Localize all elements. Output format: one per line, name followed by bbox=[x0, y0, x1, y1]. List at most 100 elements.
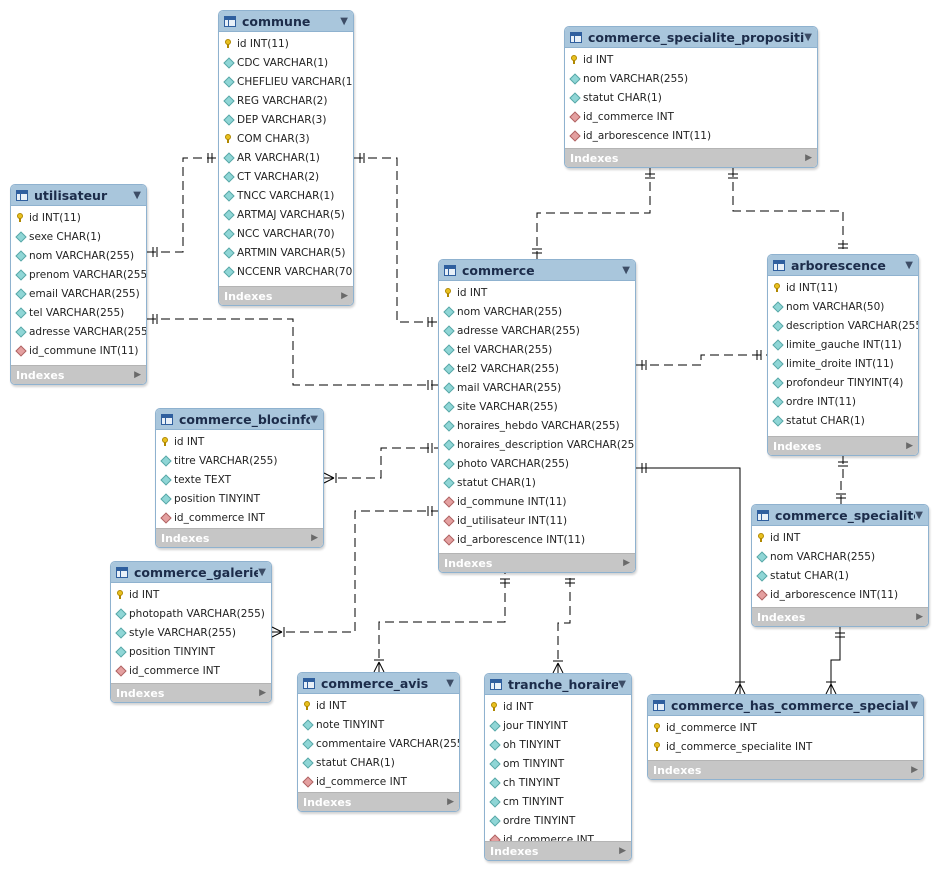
table-utilisateur[interactable]: utilisateur▼id INT(11)sexe CHAR(1)nom VA… bbox=[10, 184, 147, 385]
column-row[interactable]: CT VARCHAR(2) bbox=[219, 167, 353, 186]
column-row[interactable]: id_commerce INT bbox=[156, 508, 323, 527]
column-row[interactable]: description VARCHAR(255) bbox=[768, 316, 918, 335]
column-row[interactable]: ARTMIN VARCHAR(5) bbox=[219, 243, 353, 262]
chevron-down-icon[interactable]: ▼ bbox=[622, 264, 630, 276]
indexes-section[interactable]: Indexes▶ bbox=[11, 365, 146, 384]
column-row[interactable]: id_arborescence INT(11) bbox=[439, 530, 635, 549]
relationship-commerce-galerie-to-commerce[interactable] bbox=[271, 506, 438, 638]
relationship-commerce-specialite-proposition-to-arborescence[interactable] bbox=[728, 168, 848, 254]
column-row[interactable]: prenom VARCHAR(255) bbox=[11, 265, 146, 284]
relationship-utilisateur-to-commune[interactable] bbox=[147, 153, 218, 257]
relationship-commerce-specialite-proposition-to-commerce[interactable] bbox=[532, 168, 655, 259]
column-row[interactable]: statut CHAR(1) bbox=[768, 411, 918, 430]
column-row[interactable]: id_arborescence INT(11) bbox=[752, 585, 928, 604]
table-header[interactable]: commune▼ bbox=[219, 11, 353, 32]
table-header[interactable]: commerce_avis▼ bbox=[298, 673, 459, 694]
chevron-down-icon[interactable]: ▼ bbox=[446, 677, 454, 689]
column-row[interactable]: oh TINYINT bbox=[485, 735, 631, 754]
table-commune[interactable]: commune▼id INT(11)CDC VARCHAR(1)CHEFLIEU… bbox=[218, 10, 354, 306]
relationship-commerce-to-utilisateur[interactable] bbox=[147, 314, 438, 390]
column-row[interactable]: adresse VARCHAR(255) bbox=[11, 322, 146, 341]
column-row[interactable]: cm TINYINT bbox=[485, 792, 631, 811]
column-row[interactable]: id INT(11) bbox=[11, 208, 146, 227]
column-row[interactable]: nom VARCHAR(255) bbox=[439, 302, 635, 321]
column-row[interactable]: profondeur TINYINT(4) bbox=[768, 373, 918, 392]
column-row[interactable]: id_arborescence INT(11) bbox=[565, 126, 817, 145]
column-row[interactable]: limite_droite INT(11) bbox=[768, 354, 918, 373]
indexes-section[interactable]: Indexes▶ bbox=[485, 841, 631, 860]
table-header[interactable]: commerce_has_commerce_specialite▼ bbox=[648, 695, 923, 716]
chevron-down-icon[interactable]: ▼ bbox=[258, 566, 266, 578]
triangle-right-icon[interactable]: ▶ bbox=[447, 797, 454, 807]
triangle-right-icon[interactable]: ▶ bbox=[805, 153, 812, 163]
column-row[interactable]: TNCC VARCHAR(1) bbox=[219, 186, 353, 205]
column-row[interactable]: statut CHAR(1) bbox=[565, 88, 817, 107]
table-commerce-has-commerce-specialite[interactable]: commerce_has_commerce_specialite▼ id_comm… bbox=[647, 694, 924, 780]
column-row[interactable]: id INT bbox=[156, 432, 323, 451]
chevron-down-icon[interactable]: ▼ bbox=[915, 509, 923, 521]
column-row[interactable]: AR VARCHAR(1) bbox=[219, 148, 353, 167]
chevron-down-icon[interactable]: ▼ bbox=[340, 15, 348, 27]
relationship-commerce-avis-to-commerce[interactable] bbox=[373, 573, 510, 673]
chevron-down-icon[interactable]: ▼ bbox=[618, 678, 626, 690]
column-row[interactable]: ch TINYINT bbox=[485, 773, 631, 792]
chevron-down-icon[interactable]: ▼ bbox=[804, 31, 812, 43]
column-row[interactable]: horaires_hebdo VARCHAR(255) bbox=[439, 416, 635, 435]
relationship-commerce-blocinfo-to-commerce[interactable] bbox=[323, 443, 438, 484]
column-row[interactable]: id_commerce INT bbox=[111, 661, 271, 680]
indexes-section[interactable]: Indexes▶ bbox=[439, 553, 635, 572]
table-header[interactable]: arborescence▼ bbox=[768, 255, 918, 276]
column-row[interactable]: id_commerce INT bbox=[298, 772, 459, 791]
triangle-right-icon[interactable]: ▶ bbox=[619, 846, 626, 856]
relationship-commerce-has-commerce-specialite-to-commerce-specialite[interactable] bbox=[825, 627, 845, 695]
column-row[interactable]: id_commerce_specialite INT bbox=[648, 737, 923, 756]
column-row[interactable]: id INT bbox=[439, 283, 635, 302]
column-row[interactable]: position TINYINT bbox=[156, 489, 323, 508]
column-row[interactable]: position TINYINT bbox=[111, 642, 271, 661]
table-header[interactable]: commerce_galerie▼ bbox=[111, 562, 271, 583]
triangle-right-icon[interactable]: ▶ bbox=[906, 441, 913, 451]
column-row[interactable]: ordre INT(11) bbox=[768, 392, 918, 411]
column-row[interactable]: horaires_description VARCHAR(255) bbox=[439, 435, 635, 454]
column-row[interactable]: id_commune INT(11) bbox=[11, 341, 146, 360]
column-row[interactable]: id_commerce INT bbox=[565, 107, 817, 126]
column-row[interactable]: tel VARCHAR(255) bbox=[439, 340, 635, 359]
column-row[interactable]: id_commerce INT bbox=[648, 718, 923, 737]
column-row[interactable]: om TINYINT bbox=[485, 754, 631, 773]
column-row[interactable]: sexe CHAR(1) bbox=[11, 227, 146, 246]
triangle-right-icon[interactable]: ▶ bbox=[134, 370, 141, 380]
column-row[interactable]: id INT bbox=[111, 585, 271, 604]
relationship-tranche-horaire-to-commerce[interactable] bbox=[552, 573, 575, 674]
relationship-commerce-has-commerce-specialite-to-commerce[interactable] bbox=[636, 463, 746, 695]
indexes-section[interactable]: Indexes▶ bbox=[565, 148, 817, 167]
column-row[interactable]: id INT bbox=[565, 50, 817, 69]
triangle-right-icon[interactable]: ▶ bbox=[623, 558, 630, 568]
relationship-commerce-to-commune[interactable] bbox=[354, 153, 438, 327]
column-row[interactable]: titre VARCHAR(255) bbox=[156, 451, 323, 470]
column-row[interactable]: id INT(11) bbox=[768, 278, 918, 297]
column-row[interactable]: statut CHAR(1) bbox=[298, 753, 459, 772]
column-row[interactable]: nom VARCHAR(255) bbox=[11, 246, 146, 265]
column-row[interactable]: ordre TINYINT bbox=[485, 811, 631, 830]
chevron-down-icon[interactable]: ▼ bbox=[910, 699, 918, 711]
indexes-section[interactable]: Indexes▶ bbox=[156, 528, 323, 547]
column-row[interactable]: statut CHAR(1) bbox=[439, 473, 635, 492]
indexes-section[interactable]: Indexes▶ bbox=[111, 683, 271, 702]
column-row[interactable]: id_commune INT(11) bbox=[439, 492, 635, 511]
indexes-section[interactable]: Indexes▶ bbox=[768, 436, 918, 455]
table-arborescence[interactable]: arborescence▼id INT(11)nom VARCHAR(50)de… bbox=[767, 254, 919, 456]
table-header[interactable]: commerce_blocinfo▼ bbox=[156, 409, 323, 430]
relationship-commerce-to-arborescence[interactable] bbox=[636, 350, 767, 370]
triangle-right-icon[interactable]: ▶ bbox=[911, 765, 918, 775]
column-row[interactable]: DEP VARCHAR(3) bbox=[219, 110, 353, 129]
column-row[interactable]: COM CHAR(3) bbox=[219, 129, 353, 148]
column-row[interactable]: adresse VARCHAR(255) bbox=[439, 321, 635, 340]
indexes-section[interactable]: Indexes▶ bbox=[219, 286, 353, 305]
column-row[interactable]: id_utilisateur INT(11) bbox=[439, 511, 635, 530]
column-row[interactable]: limite_gauche INT(11) bbox=[768, 335, 918, 354]
